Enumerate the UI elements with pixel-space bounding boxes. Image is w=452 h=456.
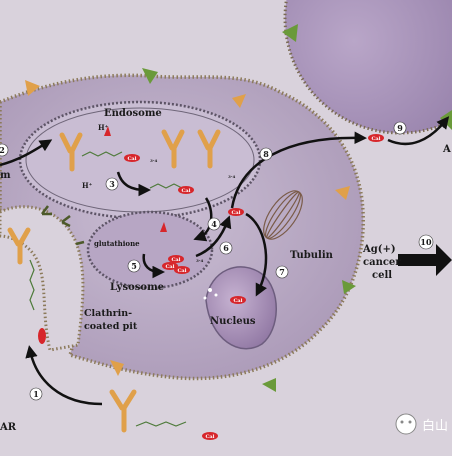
svg-text:8: 8 bbox=[263, 149, 269, 159]
glutathione-label: glutathione bbox=[94, 239, 140, 248]
vesicle-dots bbox=[203, 288, 218, 300]
svg-text:Cal: Cal bbox=[177, 268, 186, 274]
antibody-endosome-3 bbox=[197, 129, 221, 169]
arrow-step-1 bbox=[25, 345, 103, 406]
svg-text:Cal: Cal bbox=[233, 298, 242, 304]
svg-text:Cal: Cal bbox=[181, 188, 190, 194]
arrow-step-3 bbox=[116, 171, 151, 197]
subscript-top: 3-4 bbox=[150, 158, 157, 163]
step-numbers: 1 2 3 4 5 6 7 8 9 10 bbox=[0, 121, 434, 401]
svg-text:Cal: Cal bbox=[171, 257, 180, 263]
lysosome-label: Lysosome bbox=[110, 282, 164, 293]
wechat-icon bbox=[395, 413, 417, 435]
svg-text:3: 3 bbox=[109, 179, 115, 189]
step-5: 5 bbox=[127, 259, 141, 273]
svg-text:Cal: Cal bbox=[165, 264, 174, 270]
step-10: 10 bbox=[418, 234, 434, 250]
subscript-lys: 3-4 bbox=[196, 258, 203, 263]
payload-pit bbox=[38, 328, 46, 344]
clathrin-label-line1: Clathrin- bbox=[84, 308, 132, 319]
antigen-triangle bbox=[110, 360, 124, 376]
step-8: 8 bbox=[259, 147, 273, 161]
arrow-step-7 bbox=[245, 212, 268, 297]
arrow-step-2 bbox=[0, 139, 53, 167]
linker-chains bbox=[29, 151, 187, 427]
payload-cytosol: Cal bbox=[228, 208, 244, 216]
svg-text:Cal: Cal bbox=[231, 210, 240, 216]
svg-text:9: 9 bbox=[397, 123, 403, 133]
payload-lysosome-2: Cal bbox=[174, 266, 190, 274]
step-2: 2 bbox=[0, 143, 9, 157]
subscript-mid: 3-4 bbox=[228, 174, 235, 179]
payload-exiting: Cal bbox=[368, 134, 384, 142]
antibody-endosome-2 bbox=[161, 129, 185, 169]
tubulin-label: Tubulin bbox=[290, 250, 334, 261]
antigen-triangle bbox=[262, 378, 276, 392]
antigen-triangle bbox=[335, 186, 350, 200]
antibody-endosome-1 bbox=[59, 132, 83, 172]
nucleus-label: Nucleus bbox=[210, 316, 256, 327]
payload-capsules: Cal Cal Cal Cal Cal Cal Cal Cal Cal bbox=[38, 134, 384, 440]
svg-text:7: 7 bbox=[279, 267, 285, 277]
watermark: 白山 bbox=[395, 413, 448, 435]
step-7: 7 bbox=[275, 265, 289, 279]
svg-text:4: 4 bbox=[211, 219, 217, 229]
arrow-step-6 bbox=[195, 215, 232, 258]
membrane-receptors bbox=[25, 68, 356, 392]
svg-text:5: 5 bbox=[131, 261, 137, 271]
endosome-label: Endosome bbox=[104, 108, 162, 119]
antibodies bbox=[7, 129, 221, 433]
cancer-label-line2: cancer bbox=[363, 257, 401, 268]
antibody-bottom bbox=[109, 389, 137, 433]
antigen-triangle bbox=[232, 94, 246, 108]
svg-text:Cal: Cal bbox=[205, 434, 214, 440]
cancer-cell-arrow bbox=[398, 244, 452, 276]
drug-release-marks bbox=[104, 126, 167, 232]
antigen-triangle bbox=[25, 80, 40, 96]
svg-text:Cal: Cal bbox=[127, 156, 136, 162]
payload-lysosome-3: Cal bbox=[168, 255, 184, 263]
antigen-triangle bbox=[142, 68, 158, 84]
antigen-triangle bbox=[342, 280, 356, 294]
svg-text:10: 10 bbox=[420, 237, 432, 247]
svg-text:2: 2 bbox=[0, 145, 5, 155]
cancer-label-line3: cell bbox=[372, 270, 392, 281]
clathrin-label-line2: coated pit bbox=[84, 321, 138, 332]
h-plus-label-1: H⁺ bbox=[98, 123, 109, 132]
lysosome bbox=[86, 210, 214, 290]
tubulin bbox=[263, 190, 303, 240]
step-9: 9 bbox=[393, 121, 407, 135]
svg-text:1: 1 bbox=[33, 389, 39, 399]
antibody-pit bbox=[7, 227, 31, 265]
step-3: 3 bbox=[105, 177, 119, 191]
right-edge-label: A bbox=[442, 144, 451, 155]
step-1: 1 bbox=[29, 387, 43, 401]
h-plus-label-2: H⁺ bbox=[82, 181, 93, 190]
arrow-step-5 bbox=[142, 253, 165, 279]
payload-nucleus: Cal bbox=[230, 296, 246, 304]
clathrin-mark bbox=[41, 205, 85, 246]
payload-endosome-2: Cal bbox=[178, 186, 194, 194]
arrow-step-8 bbox=[230, 131, 367, 209]
step-6: 6 bbox=[219, 241, 233, 255]
left-edge-label-top: m bbox=[0, 170, 11, 181]
arrow-step-9 bbox=[387, 116, 450, 146]
payload-lysosome-1: Cal bbox=[162, 262, 178, 270]
watermark-text: 白山 bbox=[422, 418, 448, 434]
cancer-label-line1: Ag(+) bbox=[362, 244, 396, 255]
endosome bbox=[18, 100, 262, 220]
step-4: 4 bbox=[207, 217, 221, 231]
left-edge-label-bottom: AR bbox=[0, 422, 17, 433]
process-arrows bbox=[0, 116, 450, 406]
svg-text:Cal: Cal bbox=[371, 136, 380, 142]
payload-endosome: Cal bbox=[124, 154, 140, 162]
svg-text:6: 6 bbox=[223, 243, 229, 253]
payload-bottom: Cal bbox=[202, 432, 218, 440]
